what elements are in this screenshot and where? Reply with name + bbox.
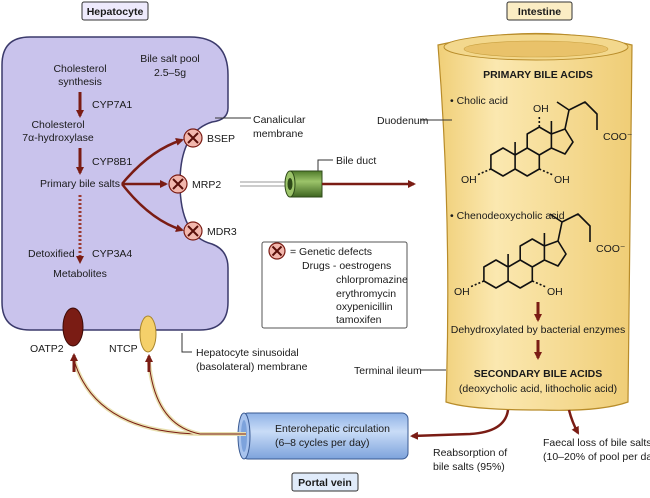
svg-text:Drugs - oestrogens: Drugs - oestrogens <box>302 260 391 272</box>
svg-text:OH: OH <box>533 103 549 115</box>
svg-text:Duodenum: Duodenum <box>377 115 429 127</box>
transporter-bsep: BSEP <box>183 128 235 148</box>
hepatocyte-label: Hepatocyte <box>81 1 149 21</box>
return-arrows <box>70 353 580 440</box>
legend-box: = Genetic defects Drugs - oestrogens chl… <box>261 241 408 329</box>
svg-text:7α-hydroxylase: 7α-hydroxylase <box>22 132 94 144</box>
svg-text:bile salts (95%): bile salts (95%) <box>433 461 505 473</box>
cyp3a4: CYP3A4 <box>92 248 132 260</box>
cholic-acid-label: • Cholic acid <box>450 95 508 107</box>
cholic-acid-structure: OH OH OH COO⁻ <box>461 101 633 186</box>
terminal-ileum-label: Terminal ileum <box>354 365 446 377</box>
svg-text:OH: OH <box>454 286 470 298</box>
svg-text:Terminal ileum: Terminal ileum <box>354 365 422 377</box>
svg-text:(basolateral) membrane: (basolateral) membrane <box>196 361 308 373</box>
metabolites: Metabolites <box>53 268 107 280</box>
ntcp-transporter <box>139 315 157 353</box>
sinusoidal-membrane-label: Hepatocyte sinusoidal (basolateral) memb… <box>181 333 308 373</box>
oatp2-label: OATP2 <box>30 343 64 355</box>
svg-text:= Genetic defects: = Genetic defects <box>290 246 372 258</box>
cyp7a1: CYP7A1 <box>92 99 132 111</box>
svg-text:OH: OH <box>554 174 570 186</box>
faecal-loss-label: Faecal loss of bile salts <box>543 437 650 449</box>
svg-text:OH: OH <box>547 286 563 298</box>
chenodeoxycholic-acid-structure: OH OH COO⁻ <box>454 213 626 298</box>
svg-text:Intestine: Intestine <box>518 6 561 18</box>
intestine-label: Intestine <box>506 1 573 21</box>
svg-text:tamoxifen: tamoxifen <box>336 314 382 326</box>
primary-bile-salts: Primary bile salts <box>40 178 120 190</box>
bile-salt-pool: Bile salt pool <box>140 53 200 65</box>
svg-text:COO⁻: COO⁻ <box>596 243 626 255</box>
detoxified: Detoxified <box>28 248 75 260</box>
ntcp-label: NTCP <box>109 343 138 355</box>
transporter-mrp2: MRP2 <box>168 174 221 194</box>
svg-text:MRP2: MRP2 <box>192 179 221 191</box>
svg-text:erythromycin: erythromycin <box>336 288 396 300</box>
secondary-bile-acids-list: (deoxycholic acid, lithocholic acid) <box>459 383 617 395</box>
svg-text:MDR3: MDR3 <box>207 226 237 238</box>
svg-text:OH: OH <box>461 174 477 186</box>
primary-bile-acids-title: PRIMARY BILE ACIDS <box>483 69 593 81</box>
svg-text:chlorpromazine: chlorpromazine <box>336 274 408 286</box>
svg-text:oxypenicillin: oxypenicillin <box>336 301 393 313</box>
svg-text:Portal vein: Portal vein <box>298 477 352 489</box>
svg-text:(6–8 cycles per day): (6–8 cycles per day) <box>275 437 370 449</box>
svg-text:Hepatocyte: Hepatocyte <box>87 6 144 18</box>
svg-text:COO⁻: COO⁻ <box>603 131 633 143</box>
canalicular-membrane-label: Canalicular membrane <box>215 114 306 140</box>
svg-text:Canalicular: Canalicular <box>253 114 306 126</box>
svg-text:Hepatocyte sinusoidal: Hepatocyte sinusoidal <box>196 347 299 359</box>
svg-text:(10–20% of pool per day): (10–20% of pool per day) <box>543 451 650 463</box>
dehydroxylated-label: Dehydroxylated by bacterial enzymes <box>451 324 626 336</box>
svg-text:Enterohepatic circulation: Enterohepatic circulation <box>275 423 390 435</box>
svg-text:BSEP: BSEP <box>207 133 235 145</box>
portal-vein-label: Portal vein <box>291 472 359 492</box>
portal-vein-tube: Enterohepatic circulation (6–8 cycles pe… <box>237 412 409 460</box>
reabsorption-label: Reabsorption of <box>433 447 507 459</box>
hepatocyte-cell <box>1 36 229 331</box>
hydroxylase: Cholesterol <box>31 119 84 131</box>
svg-text:2.5–5g: 2.5–5g <box>154 67 186 79</box>
export-arrows <box>121 137 184 233</box>
oatp2-transporter <box>62 307 84 347</box>
duodenum-label: Duodenum <box>377 115 452 127</box>
svg-text:synthesis: synthesis <box>58 76 102 88</box>
transporter-mdr3: MDR3 <box>183 221 237 241</box>
intestine-tube <box>437 32 633 411</box>
chenodeoxycholic-acid-label: • Chenodeoxycholic acid <box>450 210 565 222</box>
cyp8b1: CYP8B1 <box>92 156 132 168</box>
svg-text:membrane: membrane <box>253 128 303 140</box>
cholesterol-synthesis: Cholesterol <box>53 63 106 75</box>
bile-duct: Bile duct <box>240 155 416 198</box>
svg-text:Bile duct: Bile duct <box>336 155 376 167</box>
secondary-bile-acids-title: SECONDARY BILE ACIDS <box>474 368 603 380</box>
